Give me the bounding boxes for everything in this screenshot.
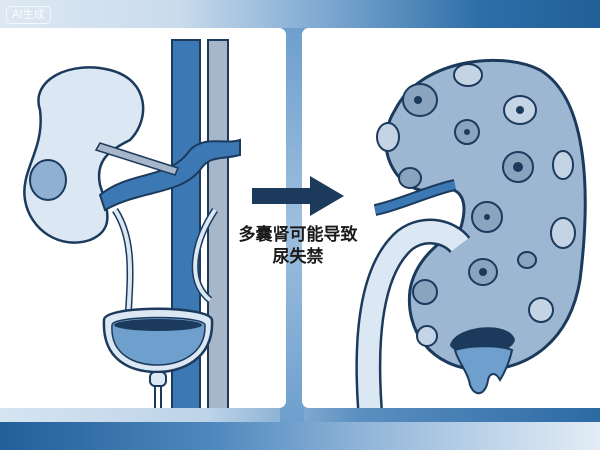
polycystic-kidney-illustration [355,58,587,408]
bottom-gradient-band [0,422,600,450]
center-annotation: 多囊肾可能导致 尿失禁 [228,176,368,268]
top-gradient-band [0,0,600,28]
caption-line-2: 尿失禁 [272,247,324,267]
polycystic-kidney-panel [302,28,600,408]
healthy-kidney-panel [0,28,286,408]
caption-line-1: 多囊肾可能导致 [238,225,358,245]
healthy-kidney-illustration [23,39,241,408]
ai-generated-badge: AI生成 [6,6,51,24]
caption-text: 多囊肾可能导致 尿失禁 [228,224,368,268]
right-arrow-icon [252,176,344,216]
